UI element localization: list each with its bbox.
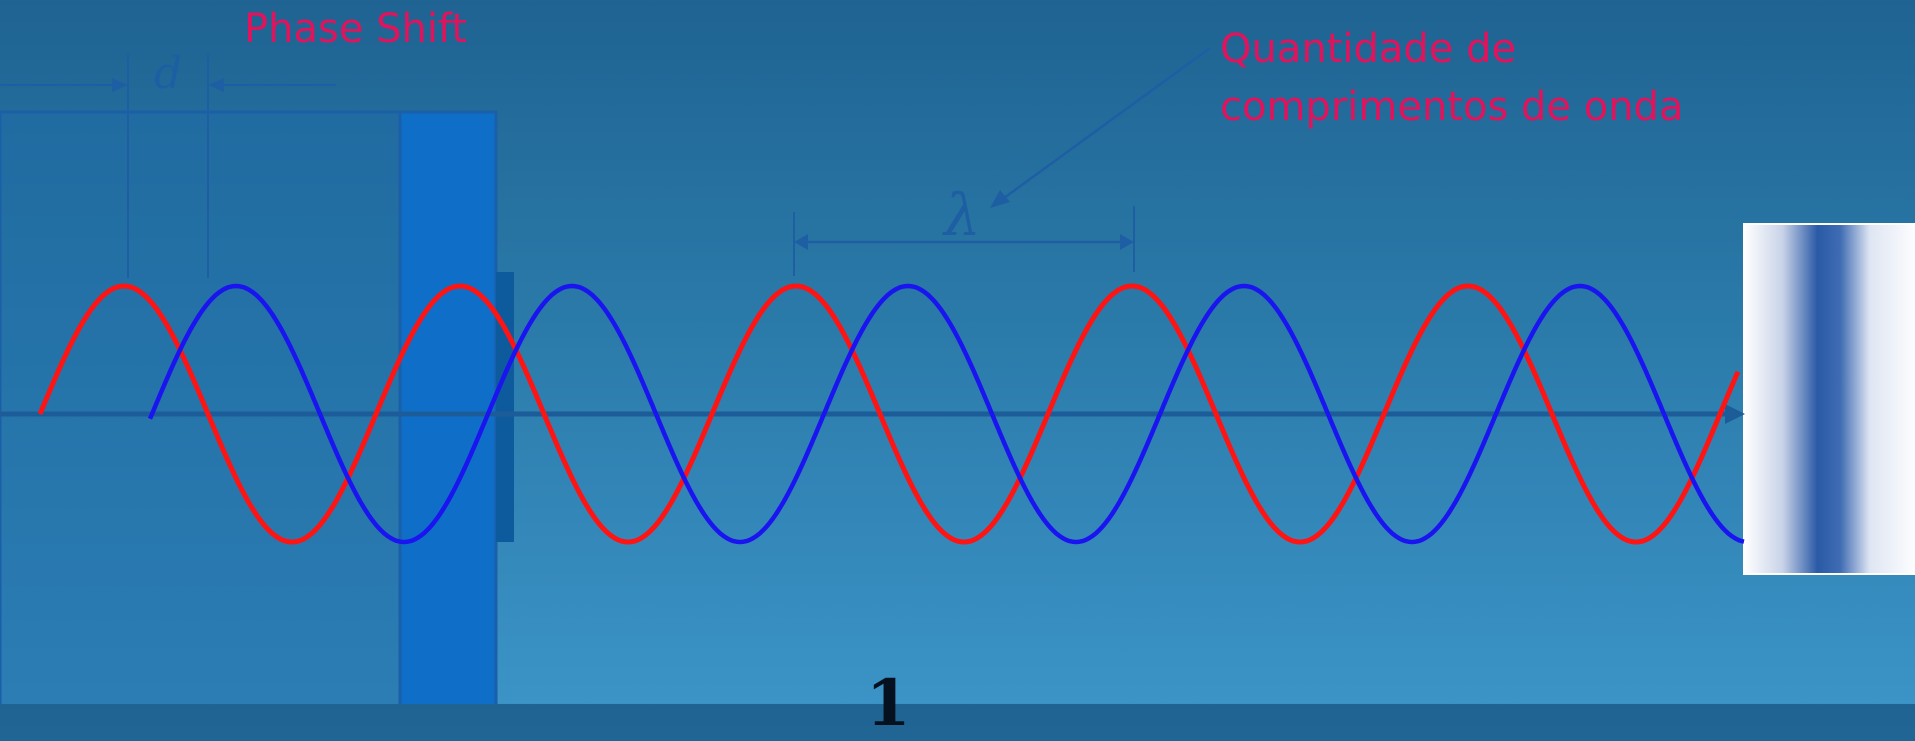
d-symbol: d <box>154 48 183 99</box>
d-arrowhead-right <box>208 78 224 92</box>
shifted-wave <box>147 283 1745 545</box>
phase-shift-diagram: Phase Shift Quantidade de comprimentos d… <box>0 6 1915 736</box>
reference-wave <box>37 283 1741 545</box>
axis-arrowhead <box>1725 404 1745 424</box>
lambda-pointer-arrowhead <box>990 190 1010 208</box>
detector-block <box>1743 223 1915 575</box>
sample-plate <box>398 110 498 714</box>
wavelength-count-label-line2: comprimentos de onda <box>1220 84 1684 130</box>
emitter-block <box>0 110 402 714</box>
formula-fragment: 1 <box>866 666 911 741</box>
lambda-pointer-line <box>1003 46 1211 200</box>
phase-shift-label: Phase Shift <box>244 6 468 52</box>
plate-tab <box>496 272 514 542</box>
lambda-symbol: λ <box>944 181 981 249</box>
lambda-arrowhead-right <box>1120 234 1134 250</box>
wave-diagram-canvas <box>0 46 1915 714</box>
d-arrowhead-left <box>112 78 128 92</box>
lambda-arrowhead-left <box>794 234 808 250</box>
wavelength-count-label-line1: Quantidade de <box>1220 26 1517 72</box>
